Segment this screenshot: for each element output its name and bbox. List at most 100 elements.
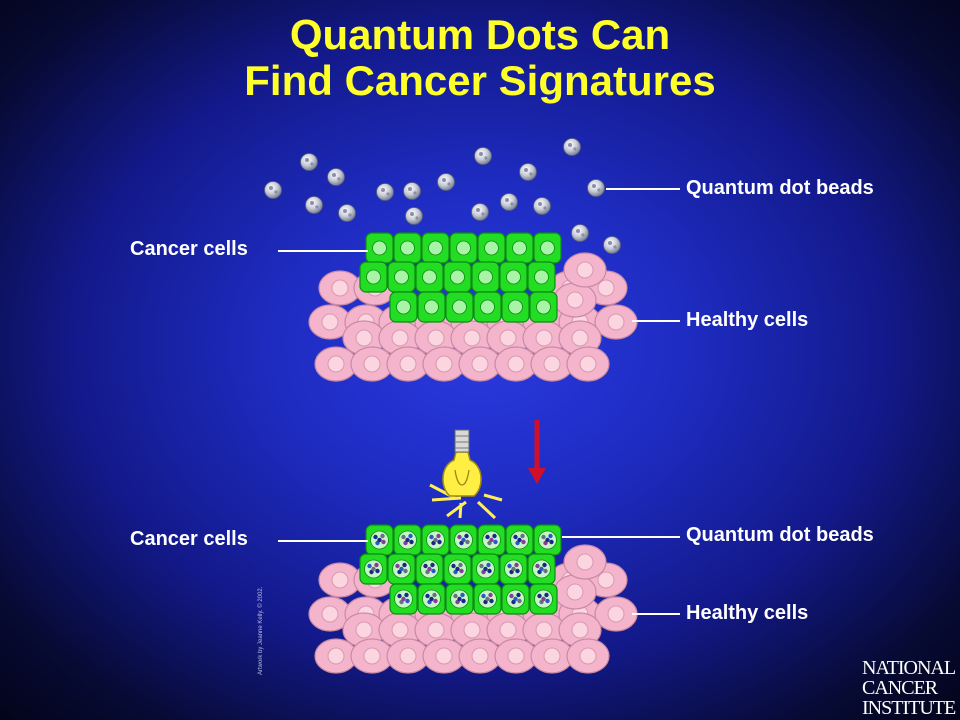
cancer-cell	[393, 232, 422, 264]
cancer-cell	[533, 232, 562, 264]
healthy-cell	[458, 346, 502, 382]
healthy-cell	[350, 638, 394, 674]
healthy-cell	[558, 320, 602, 356]
healthy-cell	[494, 346, 538, 382]
cancer-cell	[365, 524, 394, 556]
cancer-cell	[389, 583, 418, 615]
healthy-cell	[342, 612, 386, 648]
cancer-cell	[421, 524, 450, 556]
healthy-cell	[566, 346, 610, 382]
healthy-cell	[318, 562, 362, 598]
cancer-cell	[359, 261, 388, 293]
title-line-1: Quantum Dots Can	[289, 11, 671, 58]
cancer-cell	[477, 524, 506, 556]
cancer-cell	[445, 583, 474, 615]
leader-bottom-cancer	[278, 540, 368, 542]
label-top-quantum-dot-beads: Quantum dot beads	[686, 177, 874, 199]
label-bottom-quantum-dot-beads: Quantum dot beads	[686, 524, 874, 546]
nci-logo-line-1: NATIONAL	[862, 657, 956, 679]
quantum-dot-bead	[264, 181, 282, 199]
healthy-cell	[558, 612, 602, 648]
healthy-cell	[563, 252, 607, 288]
healthy-cell	[594, 304, 638, 340]
quantum-dot-bead	[533, 197, 551, 215]
cancer-cell	[527, 553, 556, 585]
healthy-cell	[450, 612, 494, 648]
leader-top-beads	[606, 188, 680, 190]
quantum-dot-bead	[500, 193, 518, 211]
leader-top-healthy	[632, 320, 680, 322]
cancer-cell	[387, 261, 416, 293]
cancer-cell	[471, 553, 500, 585]
quantum-dot-bead	[405, 207, 423, 225]
healthy-cell	[566, 638, 610, 674]
cancer-cell	[473, 583, 502, 615]
cancer-cell	[499, 553, 528, 585]
top-tissue-group	[308, 232, 638, 382]
cancer-cell	[505, 232, 534, 264]
cancer-cell	[421, 232, 450, 264]
healthy-cell	[553, 574, 597, 610]
healthy-cell	[458, 638, 502, 674]
healthy-cell	[594, 596, 638, 632]
healthy-cell	[450, 320, 494, 356]
label-top-healthy-cells: Healthy cells	[686, 309, 809, 331]
title-line-2: Find Cancer Signatures	[244, 57, 716, 104]
healthy-cell	[553, 282, 597, 318]
quantum-dot-bead	[519, 163, 537, 181]
quantum-dot-bead	[563, 138, 581, 156]
healthy-cell	[314, 638, 358, 674]
cancer-cell	[533, 524, 562, 556]
nci-logo-line-2: CANCER	[862, 677, 938, 699]
cancer-cell	[415, 261, 444, 293]
label-bottom-cancer-cells: Cancer cells	[130, 528, 248, 550]
cancer-cell	[501, 583, 530, 615]
healthy-cell	[563, 544, 607, 580]
cancer-cell	[449, 232, 478, 264]
cancer-cell	[417, 291, 446, 323]
cancer-cell	[365, 232, 394, 264]
quantum-dot-bead	[471, 203, 489, 221]
leader-bottom-healthy	[632, 613, 680, 615]
healthy-cell	[318, 270, 362, 306]
cancer-cell	[501, 291, 530, 323]
cancer-cell	[471, 261, 500, 293]
cancer-cell	[449, 524, 478, 556]
quantum-dot-bead	[305, 196, 323, 214]
quantum-dot-beads-cluster	[264, 138, 621, 254]
healthy-cell	[486, 320, 530, 356]
cancer-cell	[529, 583, 558, 615]
quantum-dot-bead	[403, 182, 421, 200]
quantum-dot-bead	[300, 153, 318, 171]
cancer-cell	[417, 583, 446, 615]
slide-title: Quantum Dots Can Find Cancer Signatures	[0, 12, 960, 104]
artwork-credit: Artwork by Jeanne Kelly. © 2002.	[258, 586, 264, 675]
healthy-cell	[386, 346, 430, 382]
quantum-dot-bead	[587, 179, 605, 197]
quantum-dot-bead	[437, 173, 455, 191]
healthy-cell	[350, 346, 394, 382]
healthy-cell	[522, 612, 566, 648]
healthy-cell	[422, 638, 466, 674]
healthy-cell	[494, 638, 538, 674]
cancer-cell	[393, 524, 422, 556]
cancer-cell	[443, 553, 472, 585]
label-bottom-healthy-cells: Healthy cells	[686, 602, 809, 624]
quantum-dot-bead	[474, 147, 492, 165]
light-bulb-icon	[429, 429, 503, 520]
quantum-dot-bead	[603, 236, 621, 254]
cancer-cell	[473, 291, 502, 323]
label-top-cancer-cells: Cancer cells	[130, 238, 248, 260]
healthy-cell	[314, 346, 358, 382]
leader-bottom-beads	[562, 536, 680, 538]
cancer-cell	[477, 232, 506, 264]
cancer-cell	[415, 553, 444, 585]
quantum-dot-bead	[571, 224, 589, 242]
arrow-down-icon	[528, 420, 546, 484]
cancer-cell	[359, 553, 388, 585]
quantum-dot-bead	[327, 168, 345, 186]
cancer-cell	[529, 291, 558, 323]
bottom-tissue-group	[308, 524, 638, 674]
cancer-cell	[527, 261, 556, 293]
